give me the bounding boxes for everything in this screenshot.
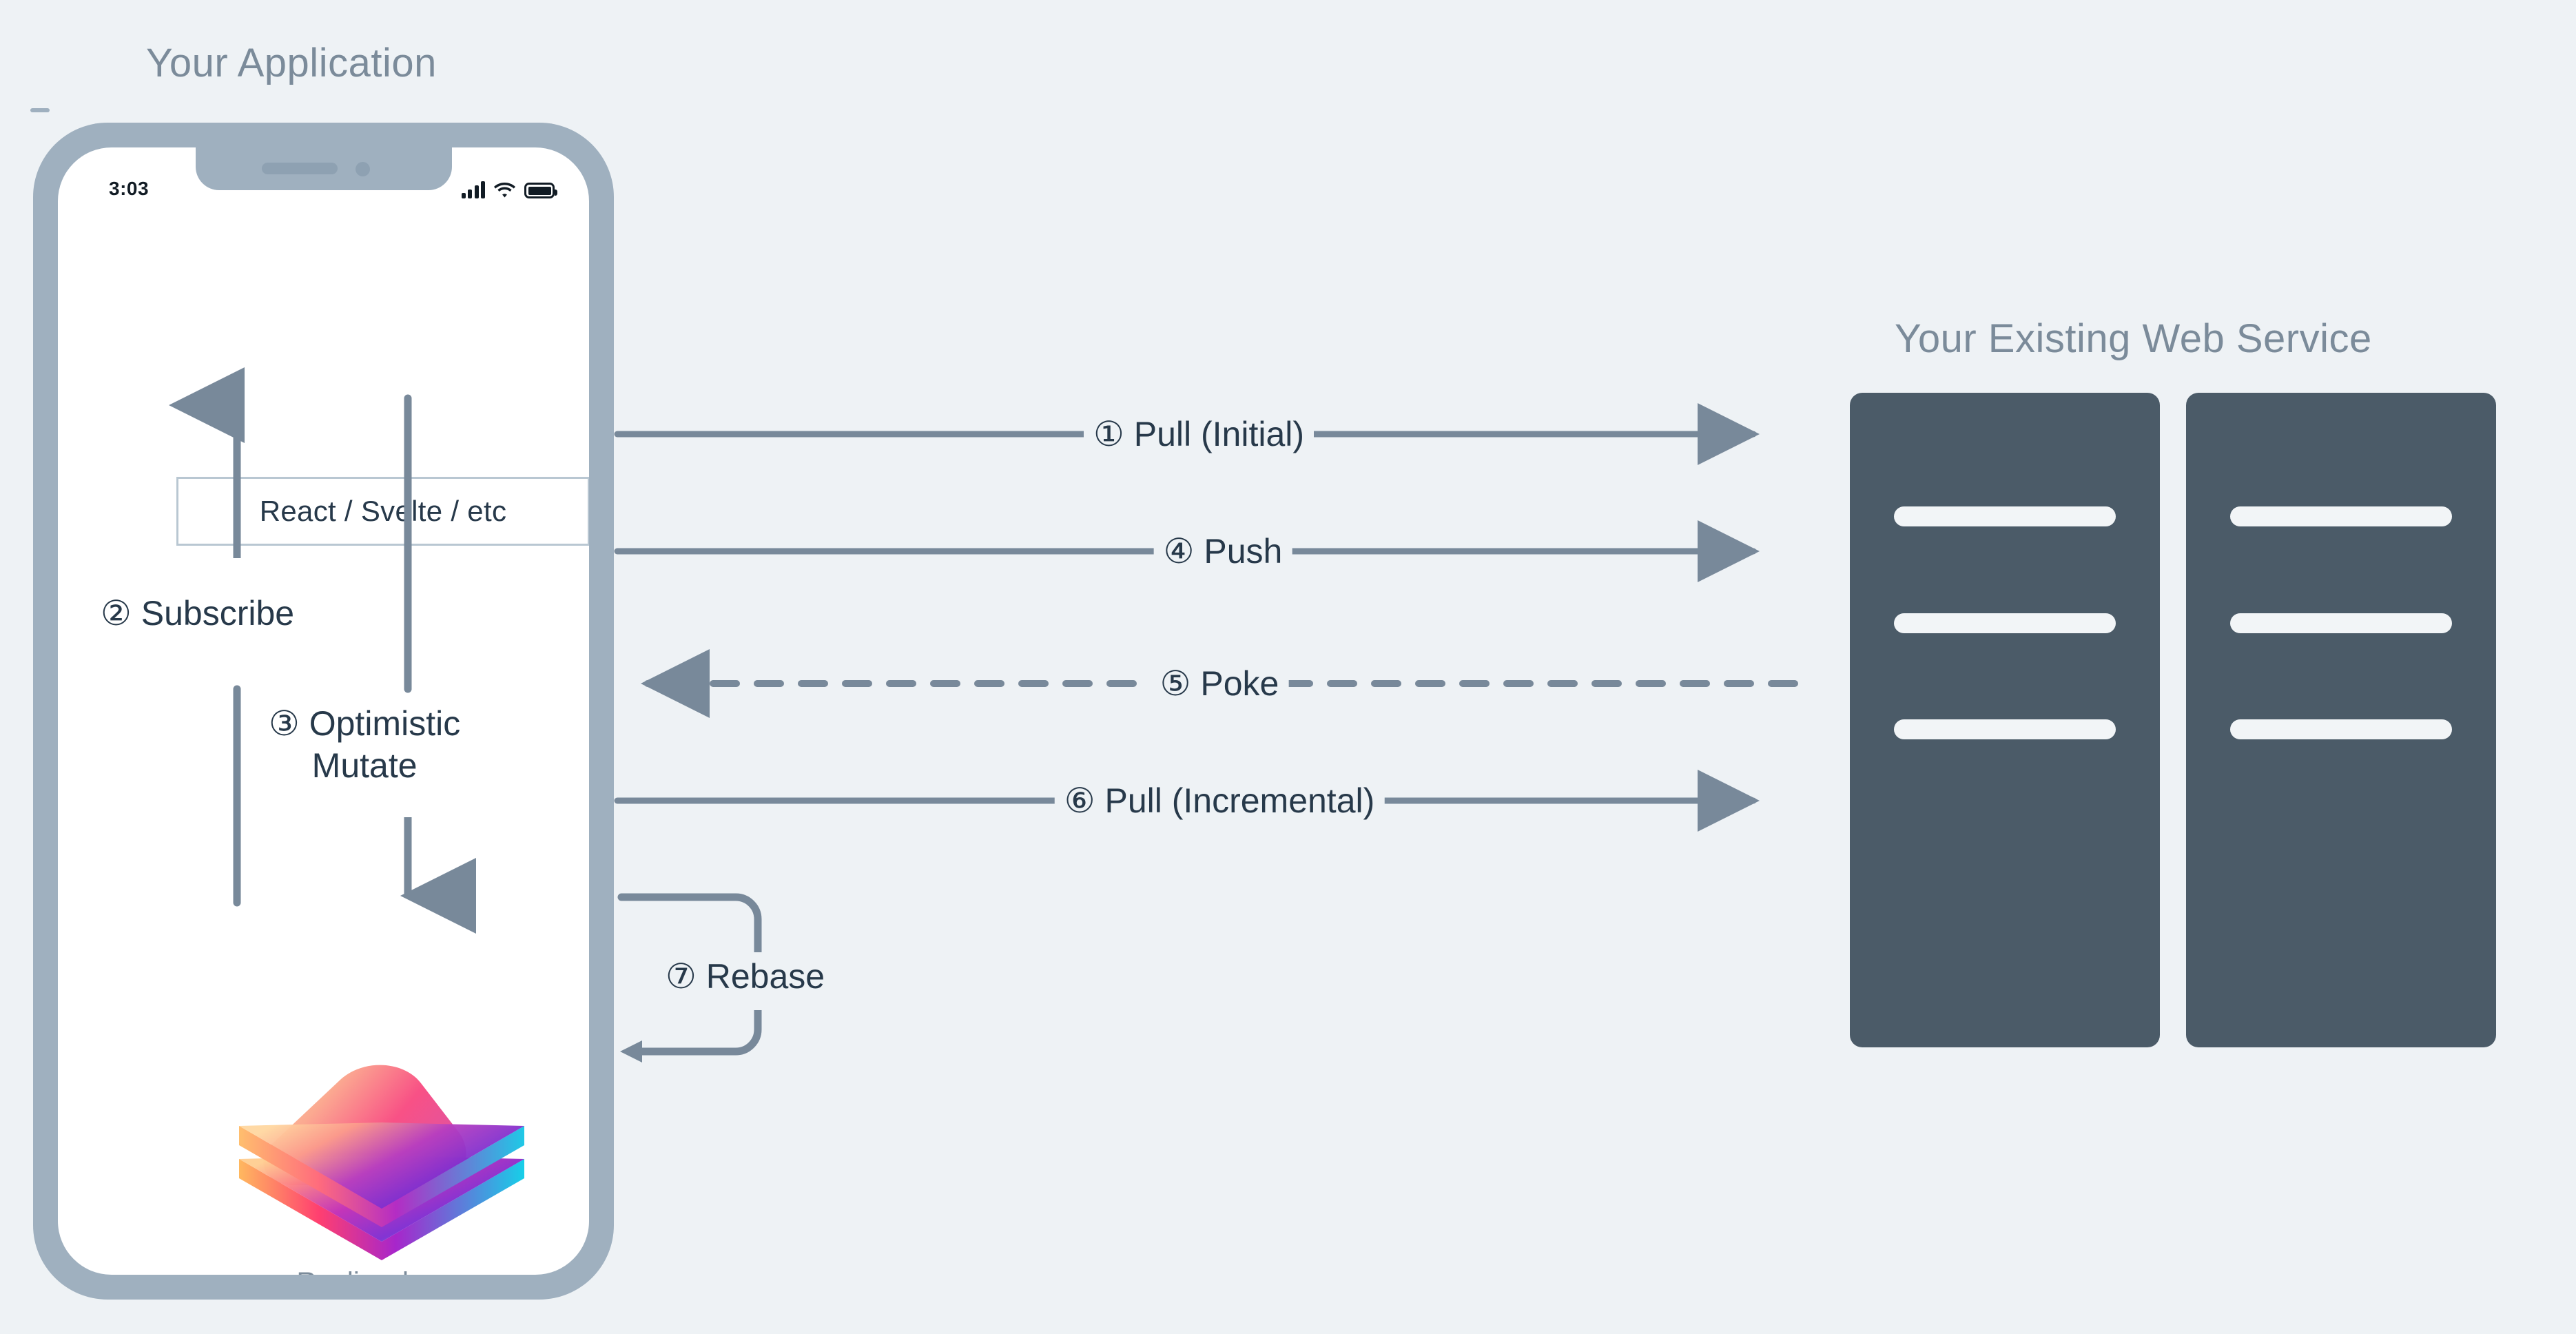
step-number-4: ④: [1163, 532, 1195, 571]
framework-box-label: React / Svelte / etc: [259, 495, 507, 527]
label-subscribe-text: Subscribe: [141, 594, 295, 633]
corner-dash-mark: [30, 108, 50, 112]
step-number-6: ⑥: [1064, 781, 1095, 820]
front-camera-icon: [355, 162, 370, 176]
label-poke: ⑤ Poke: [1150, 664, 1289, 703]
status-bar-icons: [461, 176, 557, 198]
label-pull-initial: ① Pull (Initial): [1083, 415, 1315, 453]
step-number-3: ③: [269, 704, 300, 743]
server-rack-bar: [1894, 506, 2116, 526]
step-number-2: ②: [101, 594, 132, 633]
replicache-label: Replicache: [58, 1267, 589, 1275]
your-application-title: Your Application: [146, 41, 437, 85]
label-pull-incremental-text: Pull (Incremental): [1104, 781, 1375, 820]
server-rack-right: [2186, 393, 2496, 1047]
speaker-slot-icon: [261, 163, 338, 174]
replicache-logo-icon: [239, 1065, 524, 1260]
battery-icon: [524, 183, 557, 198]
server-rack-bar: [2230, 613, 2452, 633]
your-existing-web-service-title: Your Existing Web Service: [1895, 316, 2372, 361]
label-optimistic-text: Optimistic: [309, 704, 461, 743]
label-optimistic-mutate: ③ Optimistic Mutate: [263, 696, 466, 794]
label-subscribe: ② Subscribe: [95, 586, 300, 642]
step-number-5: ⑤: [1160, 664, 1191, 703]
step-number-1: ①: [1093, 415, 1124, 453]
label-push: ④ Push: [1153, 532, 1292, 571]
server-rack-bar: [2230, 719, 2452, 739]
label-mutate-text: Mutate: [311, 746, 418, 785]
step-number-7: ⑦: [666, 957, 697, 996]
server-rack-bar: [1894, 719, 2116, 739]
phone-notch: [195, 147, 452, 190]
label-pull-initial-text: Pull (Initial): [1133, 415, 1305, 453]
server-rack-bar: [1894, 613, 2116, 633]
server-rack-left: [1850, 393, 2160, 1047]
label-pull-incremental: ⑥ Pull (Incremental): [1054, 781, 1385, 820]
wifi-icon: [494, 183, 515, 198]
label-poke-text: Poke: [1200, 664, 1279, 703]
label-push-text: Push: [1204, 532, 1283, 571]
server-rack-bar: [2230, 506, 2452, 526]
web-service-servers: [1850, 393, 2497, 1047]
label-rebase: ⑦ Rebase: [655, 952, 836, 1000]
status-bar-time: 3:03: [109, 178, 150, 199]
framework-box: React / Svelte / etc: [176, 477, 589, 546]
cellular-signal-icon: [461, 181, 485, 198]
label-rebase-text: Rebase: [705, 957, 825, 996]
